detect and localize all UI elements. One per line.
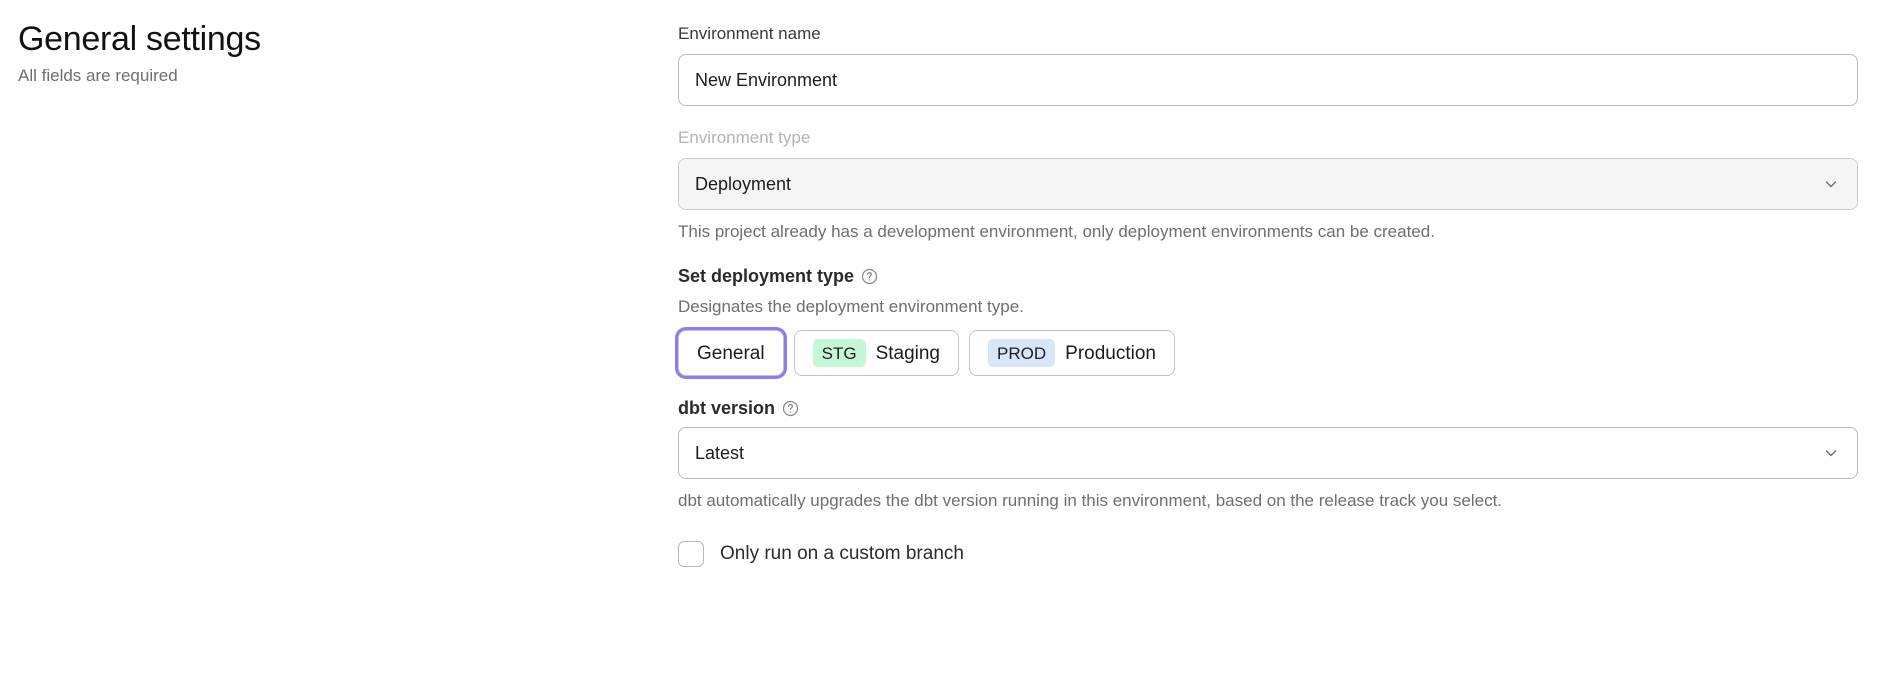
deployment-type-option-production-label: Production	[1065, 342, 1156, 364]
chevron-down-icon	[1823, 445, 1839, 461]
environment-type-select[interactable]: Deployment	[678, 158, 1858, 210]
environment-name-field: Environment name	[678, 22, 1858, 106]
settings-form-column: Environment name Environment type Deploy…	[678, 0, 1890, 567]
page-title: General settings	[18, 20, 261, 58]
spacer	[678, 376, 1858, 396]
deployment-type-options: General STG Staging PROD Production	[678, 330, 1858, 376]
environment-type-value: Deployment	[695, 173, 792, 194]
spacer	[678, 106, 1858, 126]
environment-type-helper-text: This project already has a development e…	[678, 222, 1435, 241]
spacer	[678, 244, 1858, 264]
deployment-type-option-production[interactable]: PROD Production	[969, 330, 1175, 376]
dbt-version-value: Latest	[695, 442, 745, 463]
dbt-version-label: dbt version	[678, 398, 776, 418]
deployment-type-heading: Set deployment type	[678, 266, 855, 286]
deployment-type-option-staging-label: Staging	[875, 342, 941, 364]
deployment-type-option-general-label: General	[697, 342, 765, 364]
custom-branch-checkbox[interactable]	[678, 541, 704, 567]
chevron-down-icon	[1823, 176, 1839, 192]
settings-intro-column: General settings All fields are required	[0, 0, 678, 88]
deployment-type-option-general[interactable]: General	[678, 330, 784, 376]
dbt-version-helper-text: dbt automatically upgrades the dbt versi…	[678, 491, 1503, 510]
deployment-type-field: Set deployment type Designates the deplo…	[678, 264, 1858, 376]
dbt-version-field: dbt version Latest dbt automatica	[678, 396, 1858, 513]
deployment-type-heading-row: Set deployment type	[678, 264, 1858, 289]
deployment-type-option-staging[interactable]: STG Staging	[793, 330, 960, 376]
production-badge: PROD	[988, 339, 1056, 367]
custom-branch-row[interactable]: Only run on a custom branch	[678, 541, 1858, 567]
question-circle-icon[interactable]	[782, 400, 799, 417]
environment-name-input[interactable]	[678, 54, 1858, 106]
question-circle-icon[interactable]	[861, 268, 878, 285]
environment-type-field: Environment type Deployment This project…	[678, 126, 1858, 244]
deployment-type-description: Designates the deployment environment ty…	[678, 297, 1024, 316]
dbt-version-label-row: dbt version	[678, 396, 1858, 421]
custom-branch-label[interactable]: Only run on a custom branch	[720, 543, 964, 564]
environment-name-label: Environment name	[678, 24, 821, 43]
environment-type-label: Environment type	[678, 128, 811, 147]
page-subtitle: All fields are required	[18, 66, 178, 85]
staging-badge: STG	[812, 339, 866, 367]
dbt-version-select[interactable]: Latest	[678, 427, 1858, 479]
